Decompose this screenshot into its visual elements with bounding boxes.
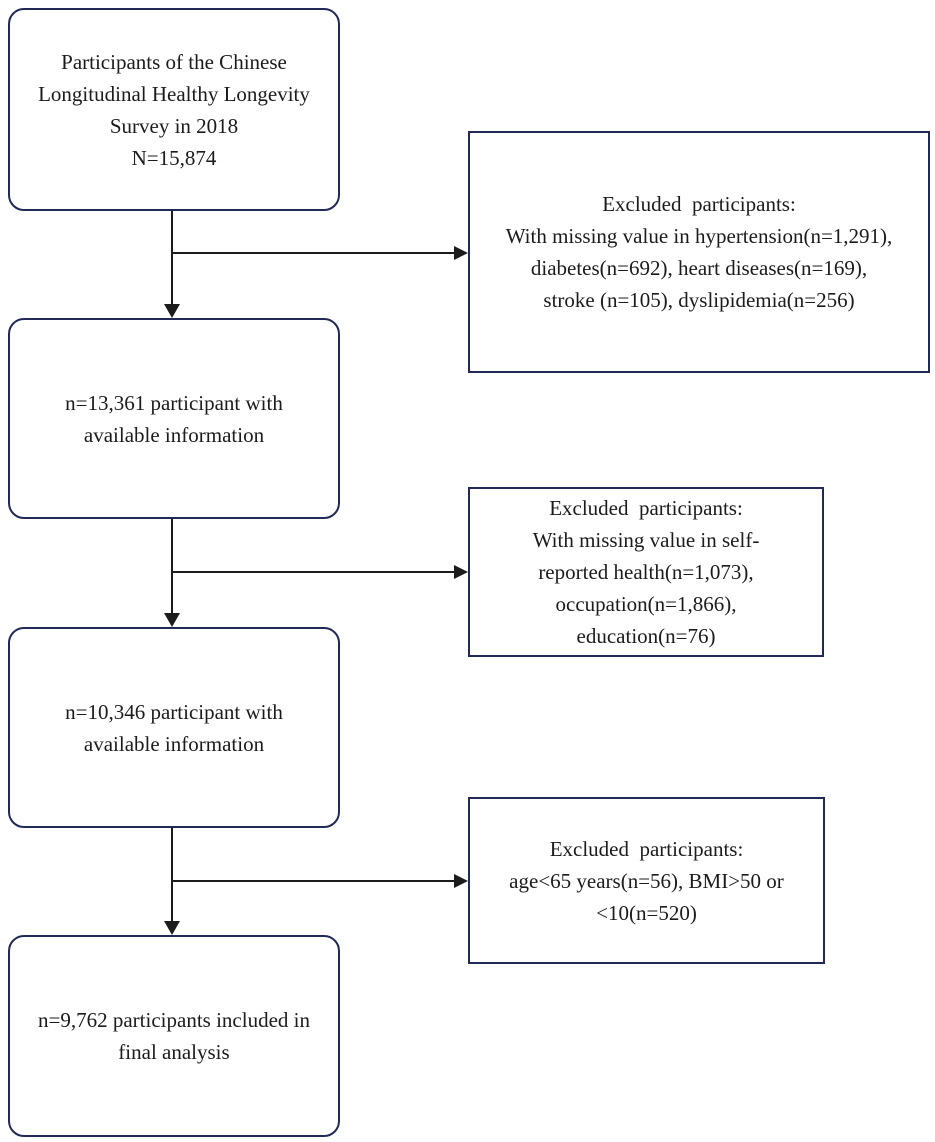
arrow-down-3-head (164, 921, 180, 935)
arrow-right-2-head (454, 565, 468, 579)
exclusion-box-2: Excluded participants: With missing valu… (468, 487, 824, 657)
cohort-box-survey-2018: Participants of the Chinese Longitudinal… (8, 8, 340, 211)
arrow-right-3-head (454, 874, 468, 888)
exclusion-box-3: Excluded participants: age<65 years(n=56… (468, 797, 825, 964)
cohort-box-after-exclusion-1: n=13,361 participant with available info… (8, 318, 340, 519)
cohort-box-after-exclusion-2: n=10,346 participant with available info… (8, 627, 340, 828)
exclusion-box-1: Excluded participants: With missing valu… (468, 131, 930, 373)
cohort-box-final-analysis: n=9,762 participants included in final a… (8, 935, 340, 1137)
arrow-down-2-head (164, 613, 180, 627)
arrow-down-1-head (164, 304, 180, 318)
arrow-right-1-head (454, 246, 468, 260)
